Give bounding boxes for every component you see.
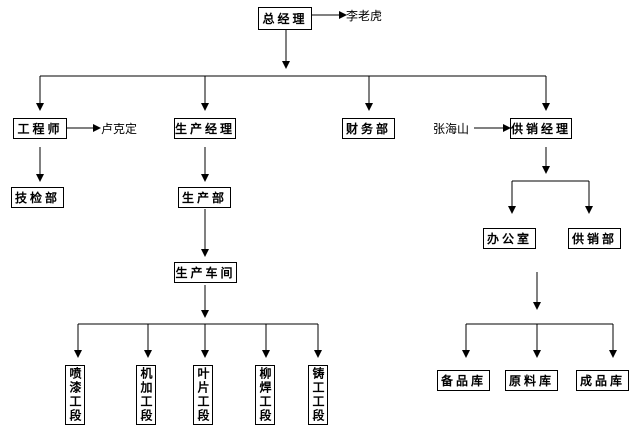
- node-section-blade: 叶片工段: [193, 365, 213, 425]
- person-supply-manager: 张海山: [433, 122, 470, 136]
- node-section-painting: 喷漆工段: [65, 365, 85, 425]
- person-general-manager: 李老虎: [346, 9, 383, 23]
- node-material-warehouse: 原料库: [505, 370, 558, 391]
- person-engineer: 卢克定: [101, 122, 138, 136]
- node-production-dept: 生产部: [178, 187, 231, 208]
- node-production-manager: 生产经理: [174, 118, 236, 139]
- node-office: 办公室: [483, 228, 536, 249]
- node-inspection-dept: 技检部: [11, 187, 64, 208]
- node-workshop: 生产车间: [174, 262, 237, 283]
- node-supply-manager: 供销经理: [510, 118, 572, 139]
- node-general-manager: 总经理: [258, 7, 312, 30]
- node-supply-dept: 供销部: [568, 228, 621, 249]
- node-section-welding: 柳焊工段: [255, 365, 275, 425]
- node-engineer: 工程师: [13, 118, 67, 139]
- node-section-machining: 机加工段: [136, 365, 156, 425]
- node-product-warehouse: 成品库: [576, 370, 629, 391]
- node-section-casting: 铸工工段: [308, 365, 328, 425]
- node-finance-dept: 财务部: [342, 118, 395, 139]
- node-spare-warehouse: 备品库: [437, 370, 490, 391]
